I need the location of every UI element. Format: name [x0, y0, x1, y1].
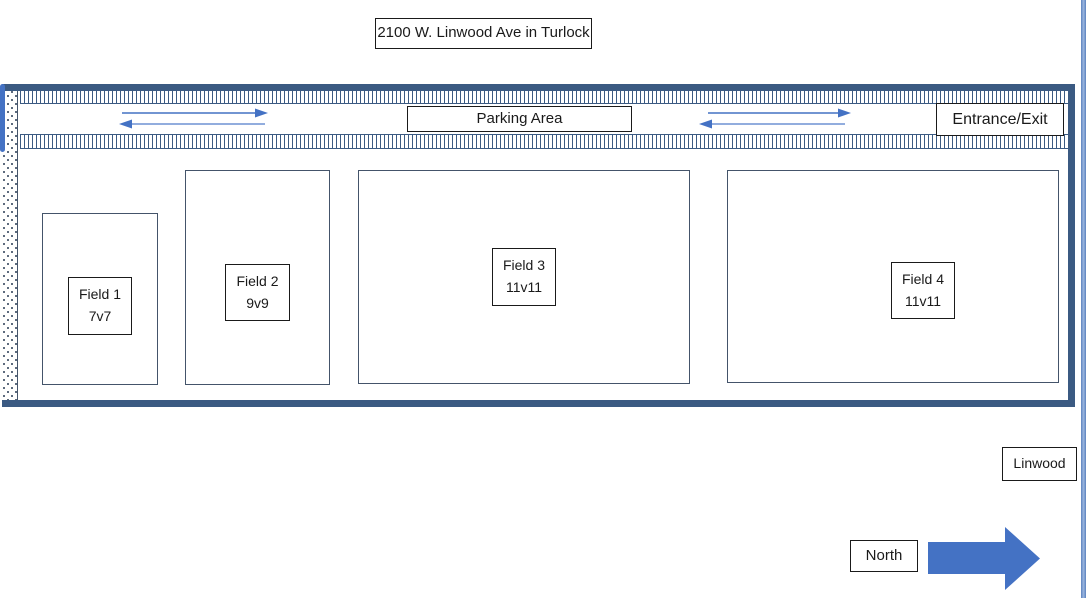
- field-1-outline: Field 1 7v7: [42, 213, 158, 385]
- gate-bracket-shape: [0, 84, 5, 152]
- entrance-exit-label: Entrance/Exit: [952, 110, 1048, 128]
- north-arrow-icon: [928, 527, 1040, 590]
- field-1-name: Field 1: [78, 286, 122, 303]
- field-3-outline: Field 3 11v11: [358, 170, 690, 384]
- parking-hatch-bottom: [20, 134, 1068, 149]
- address-title: 2100 W. Linwood Ave in Turlock: [377, 24, 590, 42]
- field-4-label-box: Field 4 11v11: [890, 261, 956, 320]
- parking-area-label-box: Parking Area: [407, 106, 632, 132]
- field-3-label-box: Field 3 11v11: [491, 248, 557, 306]
- parking-hatch-top: [20, 90, 1068, 104]
- linwood-street-label-box: Linwood: [1002, 447, 1077, 481]
- field-3-size: 11v11: [505, 279, 543, 295]
- field-4-name: Field 4: [901, 270, 945, 287]
- address-title-box: 2100 W. Linwood Ave in Turlock: [375, 18, 592, 49]
- field-4-outline: Field 4 11v11: [727, 170, 1059, 383]
- linwood-street-line: [1081, 0, 1086, 598]
- field-2-outline: Field 2 9v9: [185, 170, 330, 385]
- traffic-arrows-left: [119, 108, 268, 129]
- field-4-size: 11v11: [904, 292, 942, 309]
- field-2-name: Field 2: [236, 272, 279, 289]
- linwood-street-label: Linwood: [1013, 455, 1066, 472]
- fence-dotted-strip: [2, 91, 18, 400]
- traffic-arrows-right: [699, 108, 851, 129]
- entrance-exit-label-box: Entrance/Exit: [936, 103, 1064, 136]
- field-2-size: 9v9: [246, 294, 269, 311]
- north-label-box: North: [850, 540, 918, 572]
- field-1-label-box: Field 1 7v7: [67, 277, 133, 335]
- field-1-size: 7v7: [88, 308, 112, 324]
- north-label: North: [865, 546, 903, 564]
- field-3-name: Field 3: [502, 257, 546, 274]
- parking-area-label: Parking Area: [476, 109, 563, 127]
- field-2-label-box: Field 2 9v9: [225, 263, 290, 322]
